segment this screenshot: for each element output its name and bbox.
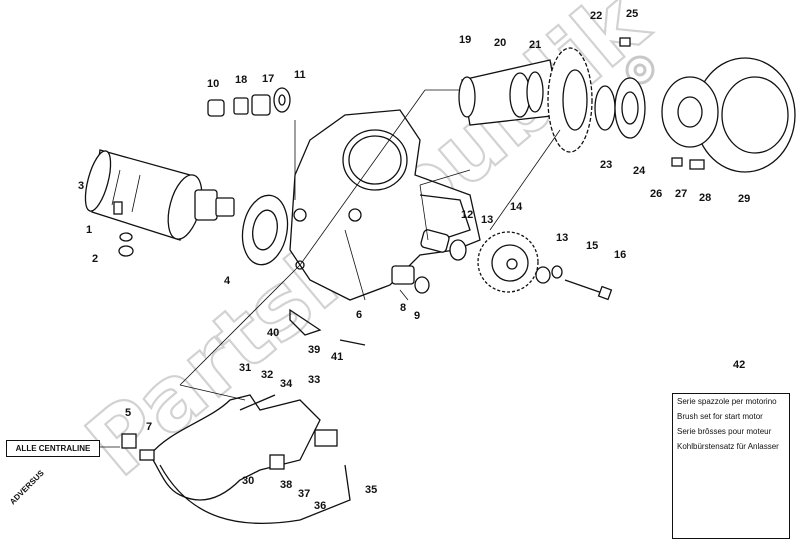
callout-9: 9 xyxy=(414,310,420,322)
callout-34: 34 xyxy=(280,378,293,390)
ecu-connection-label: ALLE CENTRALINE xyxy=(6,440,100,457)
callout-8: 8 xyxy=(400,302,406,314)
leader-lines xyxy=(99,89,561,448)
starter-motor xyxy=(84,149,235,241)
callout-11: 11 xyxy=(294,69,306,81)
callout-28: 28 xyxy=(699,192,711,204)
callout-5: 5 xyxy=(125,407,131,419)
callout-36: 36 xyxy=(314,500,326,512)
brush-holder-parts xyxy=(207,87,291,117)
callout-18: 18 xyxy=(235,74,247,86)
callout-10: 10 xyxy=(207,78,219,90)
callout-35: 35 xyxy=(365,484,377,496)
callout-21: 21 xyxy=(529,39,541,51)
callout-7: 7 xyxy=(146,421,152,433)
callout-39: 39 xyxy=(308,344,320,356)
callout-32: 32 xyxy=(261,369,273,381)
callout-13b: 13 xyxy=(556,232,568,244)
callout-16: 16 xyxy=(614,249,626,261)
callout-40: 40 xyxy=(267,327,279,339)
idler-gear xyxy=(477,231,539,293)
callout-17: 17 xyxy=(262,73,274,85)
callout-4: 4 xyxy=(224,275,231,287)
callout-15: 15 xyxy=(586,240,598,252)
callout-23: 23 xyxy=(600,159,612,171)
callout-12: 12 xyxy=(461,209,473,221)
wiring-harness xyxy=(121,308,366,525)
callout-41: 41 xyxy=(331,351,343,363)
gasket xyxy=(241,194,289,266)
kit-callout: 42 xyxy=(733,359,746,371)
callout-14: 14 xyxy=(510,201,523,213)
callout-22: 22 xyxy=(590,10,602,22)
callout-27: 27 xyxy=(675,188,687,200)
callout-33: 33 xyxy=(308,374,320,386)
callout-13: 13 xyxy=(481,214,493,226)
shaft-and-bushing xyxy=(420,229,467,261)
callout-2: 2 xyxy=(92,253,98,265)
callout-19: 19 xyxy=(459,34,471,46)
kit-line-de: Kohlbürstensatz für Anlasser xyxy=(677,442,779,451)
callout-29: 29 xyxy=(738,193,750,205)
flywheel xyxy=(661,57,796,173)
callout-6: 6 xyxy=(356,309,362,321)
crankcase-cover xyxy=(289,109,481,301)
kit-line-fr: Serie brôsses pour moteur xyxy=(677,427,772,436)
starter-gear-assembly xyxy=(458,37,646,153)
callout-20: 20 xyxy=(494,37,506,49)
callout-26: 26 xyxy=(650,188,662,200)
nut-and-washer xyxy=(118,232,134,257)
callout-24: 24 xyxy=(633,165,646,177)
callout-labels: 1 2 3 4 5 6 7 8 9 10 11 12 13 13 14 15 1… xyxy=(78,8,750,512)
gear-watermark-icon xyxy=(625,55,655,85)
callout-37: 37 xyxy=(298,488,310,500)
kit-line-en: Brush set for start motor xyxy=(677,412,763,421)
callout-30: 30 xyxy=(242,475,254,487)
screw-and-washers xyxy=(535,265,613,301)
callout-31: 31 xyxy=(239,362,251,374)
callout-3: 3 xyxy=(78,180,84,192)
callout-25: 25 xyxy=(626,8,638,20)
kit-line-it: Serie spazzole per motorino xyxy=(677,397,777,406)
callout-38: 38 xyxy=(280,479,292,491)
brush-kit-note: Serie spazzole per motorino Brush set fo… xyxy=(672,393,790,539)
pinion-gear xyxy=(391,265,430,301)
callout-1: 1 xyxy=(86,224,92,236)
